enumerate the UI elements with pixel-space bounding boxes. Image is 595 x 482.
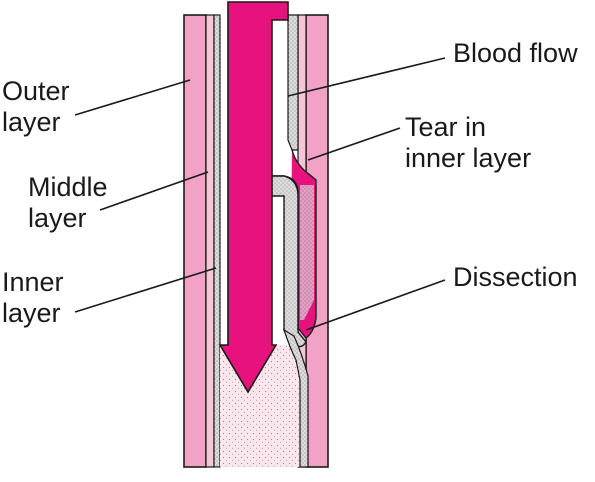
inner-layer-left — [213, 14, 221, 468]
dissection-stipple — [300, 185, 314, 320]
label-tear-line1: Tear in — [405, 112, 487, 142]
left-vessel-wall — [183, 14, 221, 468]
leader-blood-flow — [287, 57, 446, 97]
label-middle-line1: Middle — [28, 172, 108, 202]
label-blood-flow: Blood flow — [453, 38, 578, 68]
label-inner-line2: layer — [2, 298, 61, 328]
leader-inner — [74, 267, 217, 313]
label-outer-line1: Outer — [2, 76, 70, 106]
leader-lines — [74, 57, 446, 331]
inner-layer-right-upper — [287, 14, 299, 151]
label-middle-line2: layer — [28, 203, 87, 233]
leader-dissection — [305, 279, 446, 331]
leader-outer — [74, 79, 191, 116]
label-tear-line2: inner layer — [405, 143, 532, 173]
middle-layer-left — [205, 14, 215, 468]
label-inner-line1: Inner — [2, 267, 64, 297]
label-dissection: Dissection — [453, 262, 578, 292]
blood-flow-arrow — [218, 1, 289, 394]
inner-layer-right-lower — [282, 328, 309, 468]
label-outer-line2: layer — [2, 107, 61, 137]
outer-layer-left — [183, 14, 207, 468]
leader-tear — [307, 127, 401, 161]
leader-middle — [99, 171, 209, 211]
